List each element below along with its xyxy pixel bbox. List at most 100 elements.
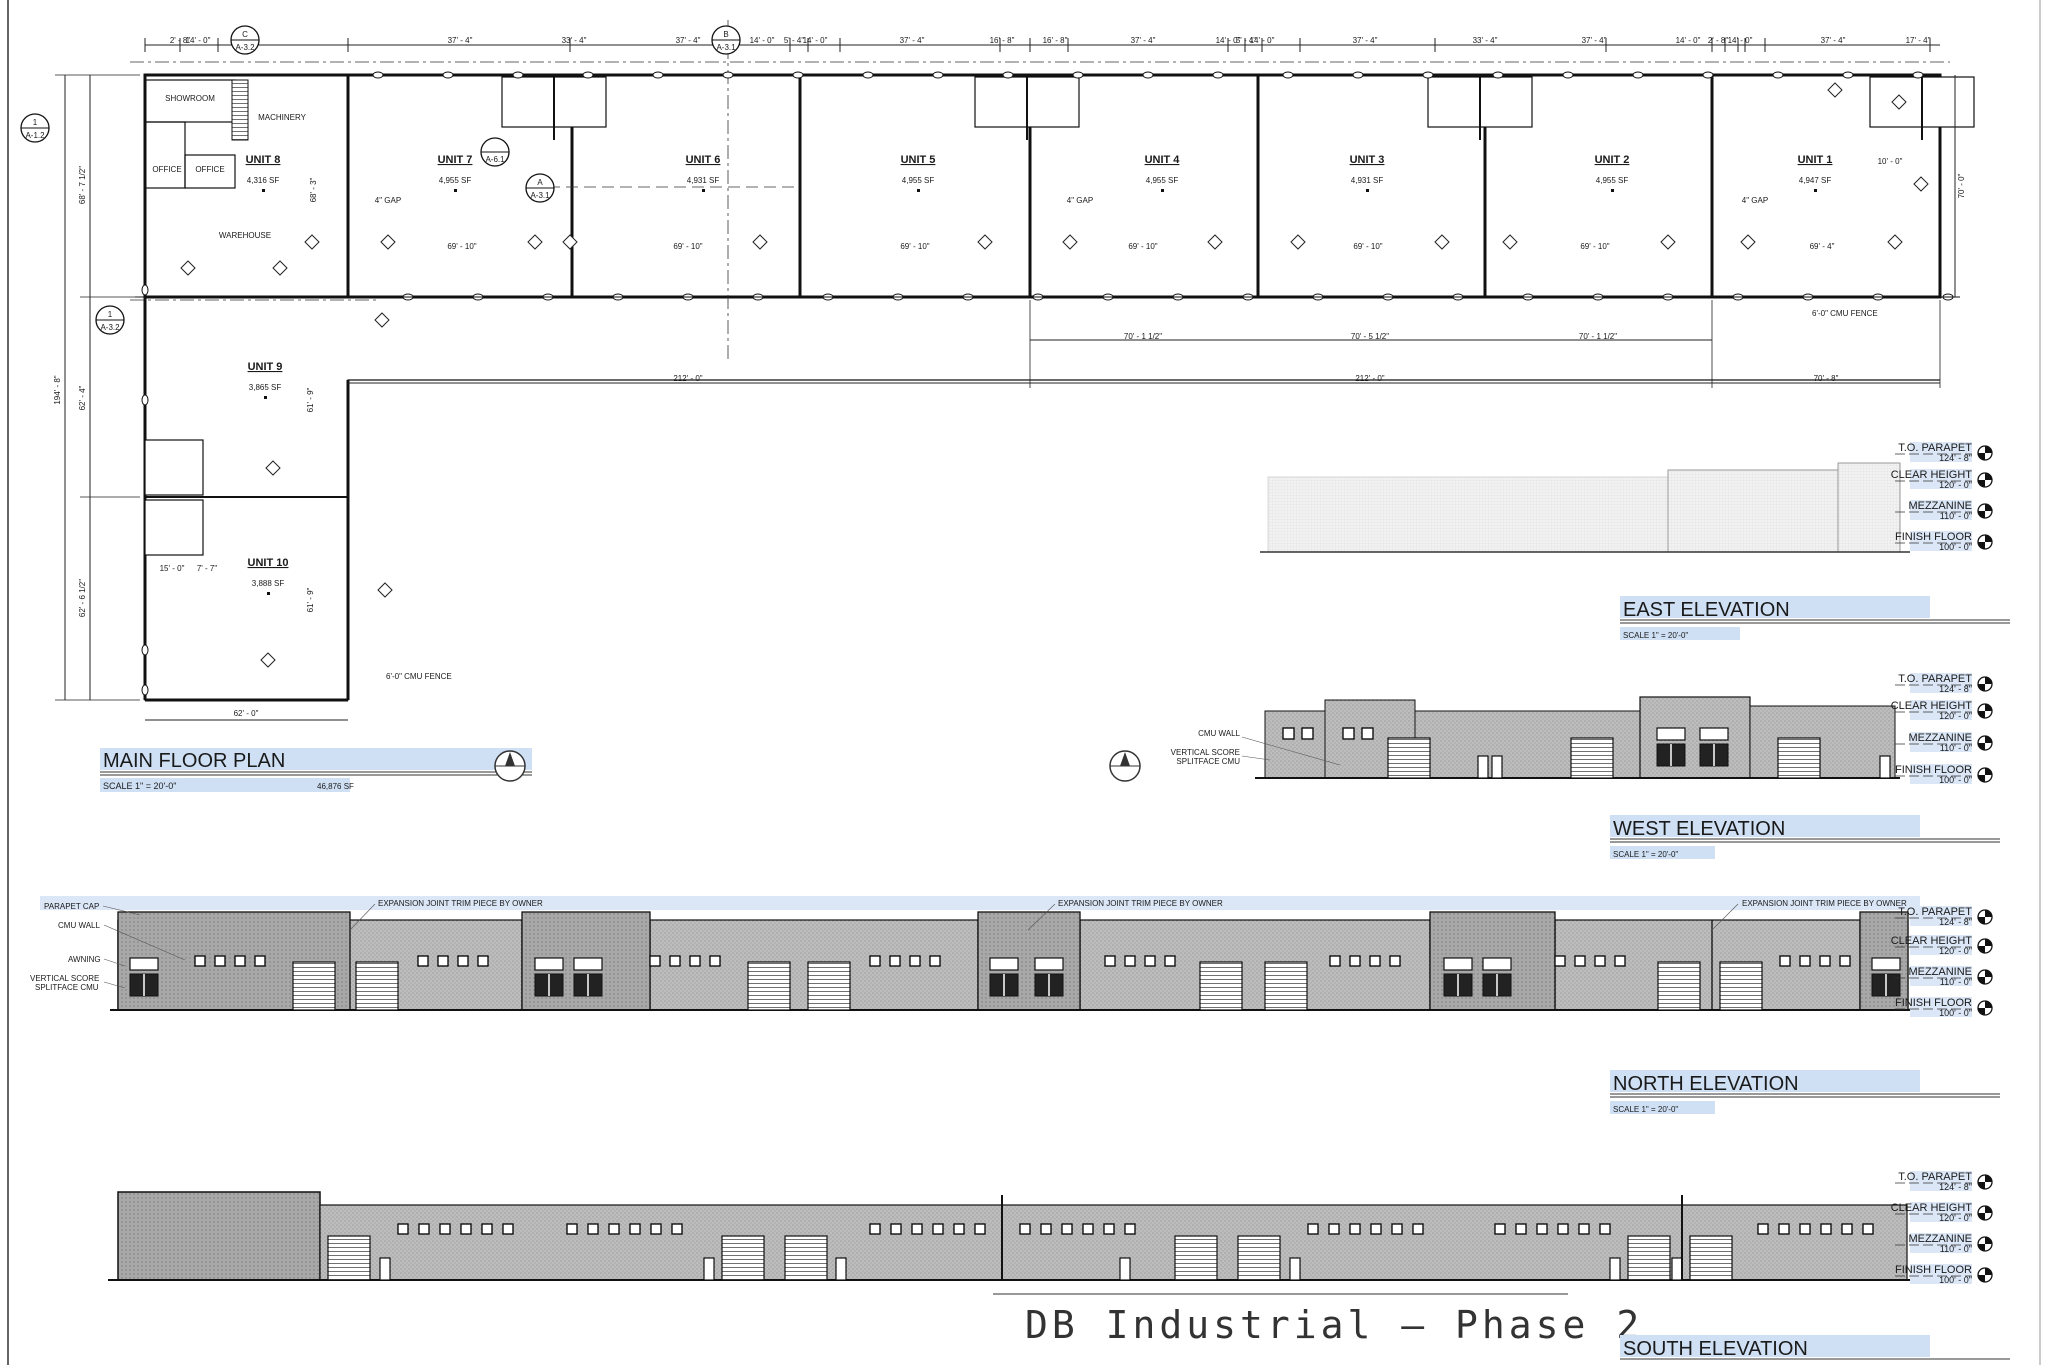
- window: [709, 955, 721, 967]
- man-door: [1477, 755, 1489, 779]
- window: [1164, 955, 1176, 967]
- top-dimension: 37' - 4": [1131, 36, 1156, 45]
- gap-label: 4" GAP: [1742, 196, 1768, 205]
- overhead-door: [1627, 1235, 1671, 1281]
- top-dimension: 14' - 0": [1676, 36, 1701, 45]
- west-elevation-title: WEST ELEVATION: [1613, 818, 1785, 840]
- overhead-door: [1719, 961, 1763, 1011]
- level-value: 100' - 0": [1939, 1275, 1972, 1285]
- window: [1329, 955, 1341, 967]
- section-mark: CA-3.2: [230, 25, 260, 55]
- level-marker-icon: [1977, 767, 1993, 783]
- window: [1349, 1223, 1361, 1235]
- wing-width-dimension: 62' - 0": [234, 709, 259, 718]
- overhead-door: [1657, 961, 1701, 1011]
- top-dimension: 16' - 8": [1043, 36, 1068, 45]
- window: [911, 1223, 923, 1235]
- window: [1779, 955, 1791, 967]
- window: [1104, 955, 1116, 967]
- window: [1124, 955, 1136, 967]
- grid-diamond-marker: [180, 260, 196, 276]
- window: [1391, 1223, 1403, 1235]
- level-name: CLEAR HEIGHT: [1891, 700, 1973, 712]
- depth-dimension: 69' - 10": [900, 242, 929, 251]
- window: [1839, 955, 1851, 967]
- window: [457, 955, 469, 967]
- level-name: CLEAR HEIGHT: [1891, 469, 1973, 481]
- overhead-door: [1777, 737, 1821, 779]
- north-arrow-icon: [494, 750, 526, 782]
- window: [502, 1223, 514, 1235]
- man-door: [1289, 1257, 1301, 1281]
- window: [608, 1223, 620, 1235]
- window: [1019, 1223, 1031, 1235]
- lower-dimension: 70' - 5 1/2": [1351, 332, 1389, 341]
- east-elevation: [1260, 462, 1910, 553]
- top-dimension: 2' - 8": [1708, 36, 1729, 45]
- window: [481, 1223, 493, 1235]
- left-dimension: 68' - 7 1/2": [78, 166, 87, 204]
- level-name: MEZZANINE: [1908, 966, 1972, 978]
- plan-scale: SCALE 1" = 20'-0": [103, 781, 176, 791]
- window: [1103, 1223, 1115, 1235]
- grid-diamond-marker: [374, 312, 390, 328]
- north-expansion-joint-3: EXPANSION JOINT TRIM PIECE BY OWNER: [1742, 899, 1907, 908]
- east-elevation-title: EAST ELEVATION: [1623, 599, 1790, 621]
- fence-label: 6'-0" CMU FENCE: [386, 672, 452, 681]
- level-marker-icon: [1977, 676, 1993, 692]
- level-value: 120' - 0": [1939, 946, 1972, 956]
- unit10-dimension: 7' - 7": [197, 564, 218, 573]
- unit10-dimension: 15' - 0": [160, 564, 185, 573]
- level-value: 110' - 0": [1940, 977, 1972, 987]
- window: [974, 1223, 986, 1235]
- level-value: 100' - 0": [1939, 1008, 1972, 1018]
- unit-label: UNIT 1: [1798, 154, 1833, 166]
- north-callout-vertical-score: VERTICAL SCORE: [30, 974, 99, 983]
- lower-dimension: 70' - 1 1/2": [1579, 332, 1617, 341]
- grid-diamond-marker: [527, 234, 543, 250]
- north-elevation-title: NORTH ELEVATION: [1613, 1073, 1799, 1095]
- left-dimension: 62' - 4": [78, 385, 87, 410]
- window: [1369, 955, 1381, 967]
- man-door: [379, 1257, 391, 1281]
- level-marker-icon: [1977, 472, 1993, 488]
- top-dimension: 14' - 0": [1728, 36, 1753, 45]
- depth-dimension: 69' - 10": [447, 242, 476, 251]
- level-marker-icon: [1977, 909, 1993, 925]
- window: [1515, 1223, 1527, 1235]
- level-name: FINISH FLOOR: [1895, 531, 1972, 543]
- unit1-dimension: 10' - 0": [1878, 157, 1903, 166]
- window: [439, 1223, 451, 1235]
- man-door: [1879, 755, 1891, 779]
- window: [649, 955, 661, 967]
- section-mark-sheet: A-3.2: [235, 43, 255, 52]
- level-marker-icon: [1977, 1236, 1993, 1252]
- grid-diamond-marker: [1891, 94, 1907, 110]
- grid-diamond-marker: [1062, 234, 1078, 250]
- top-dimension: 5' - 4": [784, 36, 805, 45]
- window: [1061, 1223, 1073, 1235]
- grid-diamond-marker: [1660, 234, 1676, 250]
- level-value: 124' - 8": [1939, 684, 1972, 694]
- window: [1841, 1223, 1853, 1235]
- grid-diamond-marker: [1502, 234, 1518, 250]
- unit-label: UNIT 5: [901, 154, 936, 166]
- overhead-door: [355, 961, 399, 1011]
- window: [1144, 955, 1156, 967]
- window: [671, 1223, 683, 1235]
- window: [1820, 1223, 1832, 1235]
- west-callout-vertical-score: VERTICAL SCORE: [1171, 748, 1240, 757]
- level-marker-icon: [1977, 503, 1993, 519]
- grid-diamond-marker: [1887, 234, 1903, 250]
- level-value: 120' - 0": [1939, 1213, 1972, 1223]
- west-callout-cmu-wall: CMU WALL: [1198, 729, 1240, 738]
- level-name: T.O. PARAPET: [1898, 1171, 1972, 1183]
- window: [1536, 1223, 1548, 1235]
